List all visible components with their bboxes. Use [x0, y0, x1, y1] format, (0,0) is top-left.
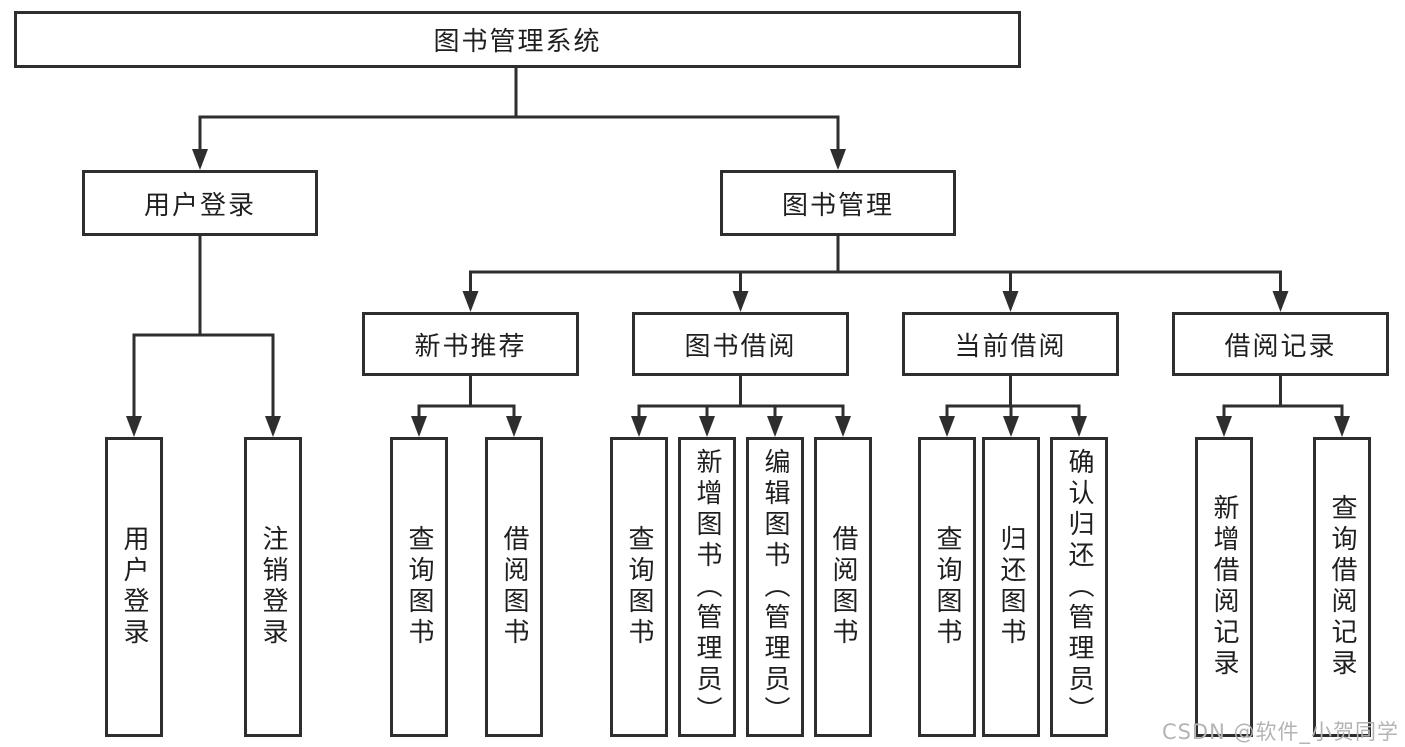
leaf-node-query-books: 查询图书	[918, 437, 976, 737]
leaf-node-label: 归还图书	[996, 525, 1026, 649]
leaf-node-label: 查询图书	[404, 525, 434, 649]
leaf-node-edit-books-admin: 编辑图书（管理员）	[746, 437, 804, 737]
leaf-node-label: 注销登录	[258, 525, 288, 649]
leaf-node-label: 用户登录	[119, 525, 149, 649]
leaf-node-label: 新增图书（管理员）	[692, 447, 722, 727]
branch-node-book-management: 图书管理	[720, 170, 956, 236]
group-node-borrow-records: 借阅记录	[1172, 312, 1389, 376]
leaf-node-label: 确认归还（管理员）	[1064, 447, 1094, 727]
group-node-label: 新书推荐	[414, 331, 527, 362]
csdn-watermark: CSDN @软件_小贺同学	[1161, 720, 1399, 744]
group-node-label: 当前借阅	[954, 331, 1067, 362]
leaf-node-user-login: 用户登录	[105, 437, 163, 737]
root-node-library-system: 图书管理系统	[14, 11, 1021, 68]
leaf-node-return-books: 归还图书	[982, 437, 1040, 737]
leaf-node-query-books: 查询图书	[610, 437, 668, 737]
branch-node-label: 用户登录	[143, 190, 256, 221]
leaf-node-label: 查询图书	[932, 525, 962, 649]
leaf-node-add-borrow-record: 新增借阅记录	[1195, 437, 1253, 737]
leaf-node-query-borrow-record: 查询借阅记录	[1313, 437, 1371, 737]
leaf-node-label: 编辑图书（管理员）	[760, 447, 790, 727]
leaf-node-confirm-return-admin: 确认归还（管理员）	[1050, 437, 1108, 737]
leaf-node-query-books: 查询图书	[390, 437, 448, 737]
group-node-book-borrow: 图书借阅	[632, 312, 849, 376]
group-node-new-book-recommend: 新书推荐	[362, 312, 579, 376]
leaf-node-logout: 注销登录	[244, 437, 302, 737]
group-node-label: 借阅记录	[1224, 331, 1337, 362]
group-node-current-borrow: 当前借阅	[902, 312, 1119, 376]
leaf-node-borrow-books: 借阅图书	[814, 437, 872, 737]
branch-node-label: 图书管理	[781, 190, 894, 221]
leaf-node-label: 查询图书	[624, 525, 654, 649]
leaf-node-label: 查询借阅记录	[1327, 494, 1357, 680]
leaf-node-label: 新增借阅记录	[1209, 494, 1239, 680]
branch-node-user-login: 用户登录	[82, 170, 318, 236]
group-node-label: 图书借阅	[684, 331, 797, 362]
leaf-node-borrow-books: 借阅图书	[485, 437, 543, 737]
leaf-node-add-books-admin: 新增图书（管理员）	[678, 437, 736, 737]
leaf-node-label: 借阅图书	[828, 525, 858, 649]
root-node-label: 图书管理系统	[433, 27, 602, 57]
leaf-node-label: 借阅图书	[499, 525, 529, 649]
